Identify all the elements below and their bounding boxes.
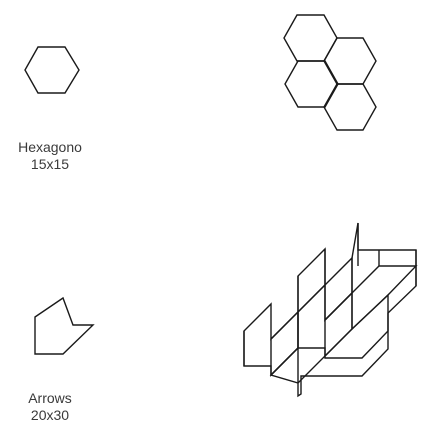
hexagono-size: 15x15 [30,156,70,172]
hexagono-swatch[interactable] [22,42,84,102]
arrows-pattern-icon [243,222,418,398]
arrow-chevron-icon [34,296,95,355]
hexagon-pattern-icon [283,14,377,131]
arrows-caption: Arrows 20x30 [0,390,100,424]
hexagono-pattern [280,10,380,132]
hexagon-icon [24,46,80,94]
hexagono-caption: Hexagono 15x15 [0,139,100,173]
arrows-pattern [238,218,423,398]
arrows-name: Arrows [28,390,72,406]
hexagono-name: Hexagono [18,139,82,155]
arrows-size: 20x30 [30,407,70,423]
arrows-swatch[interactable] [30,292,100,360]
